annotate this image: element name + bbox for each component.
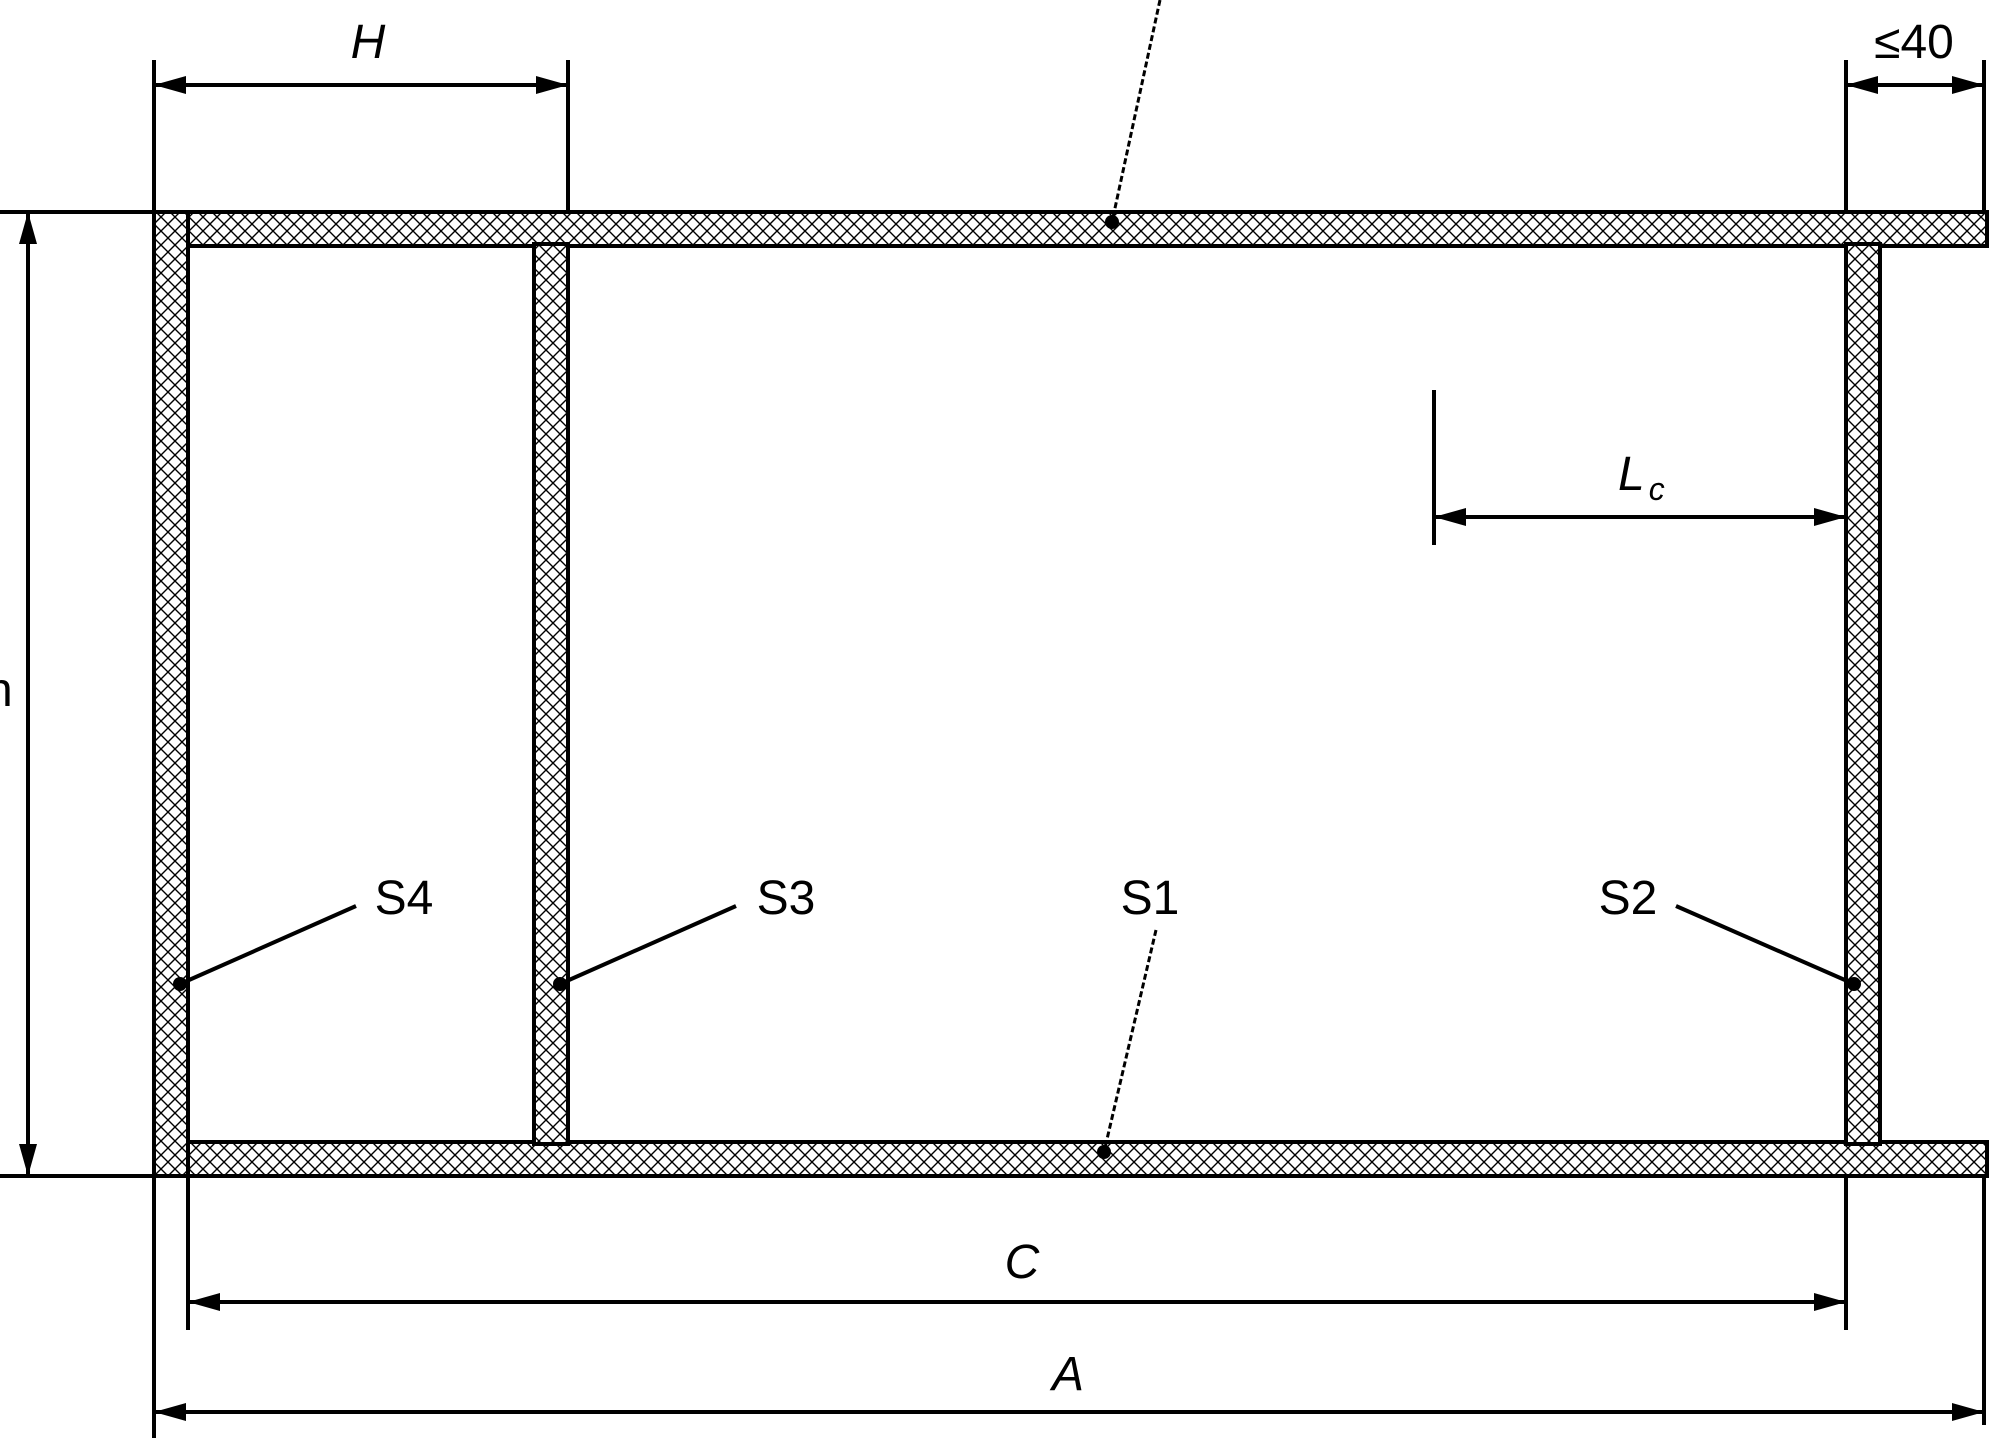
leader-top-wall [1105, 0, 1162, 229]
label-A: A [1049, 1348, 1084, 1401]
label-S1: S1 [1121, 872, 1180, 925]
label-left-cut: h [0, 664, 13, 717]
left-room [186, 244, 536, 1144]
dimension-le40: ≤40 [1846, 16, 1984, 94]
dimension-H: H [154, 16, 568, 94]
right-wall [1844, 242, 1882, 1146]
rooms [186, 244, 1848, 1144]
sensor-S3: S3 [553, 872, 815, 991]
label-S2: S2 [1599, 872, 1658, 925]
sensor-S4: S4 [173, 872, 433, 991]
label-C: C [1005, 1236, 1040, 1289]
top-wall [152, 210, 1989, 248]
label-S4: S4 [375, 872, 434, 925]
bottom-wall [186, 1140, 1989, 1178]
sensor-S1: S1 [1097, 872, 1179, 1159]
left-outer-wall [152, 210, 190, 1178]
dimension-C: C [188, 1236, 1846, 1311]
main-room [566, 244, 1848, 1144]
label-S3: S3 [757, 872, 816, 925]
dimension-height: h [0, 212, 37, 1176]
label-le40: ≤40 [1874, 16, 1954, 69]
middle-wall [532, 242, 570, 1146]
sensor-S2: S2 [1599, 872, 1861, 991]
dimension-A: A [154, 1348, 1984, 1421]
wall-structure [152, 210, 1989, 1178]
label-H: H [351, 16, 386, 69]
